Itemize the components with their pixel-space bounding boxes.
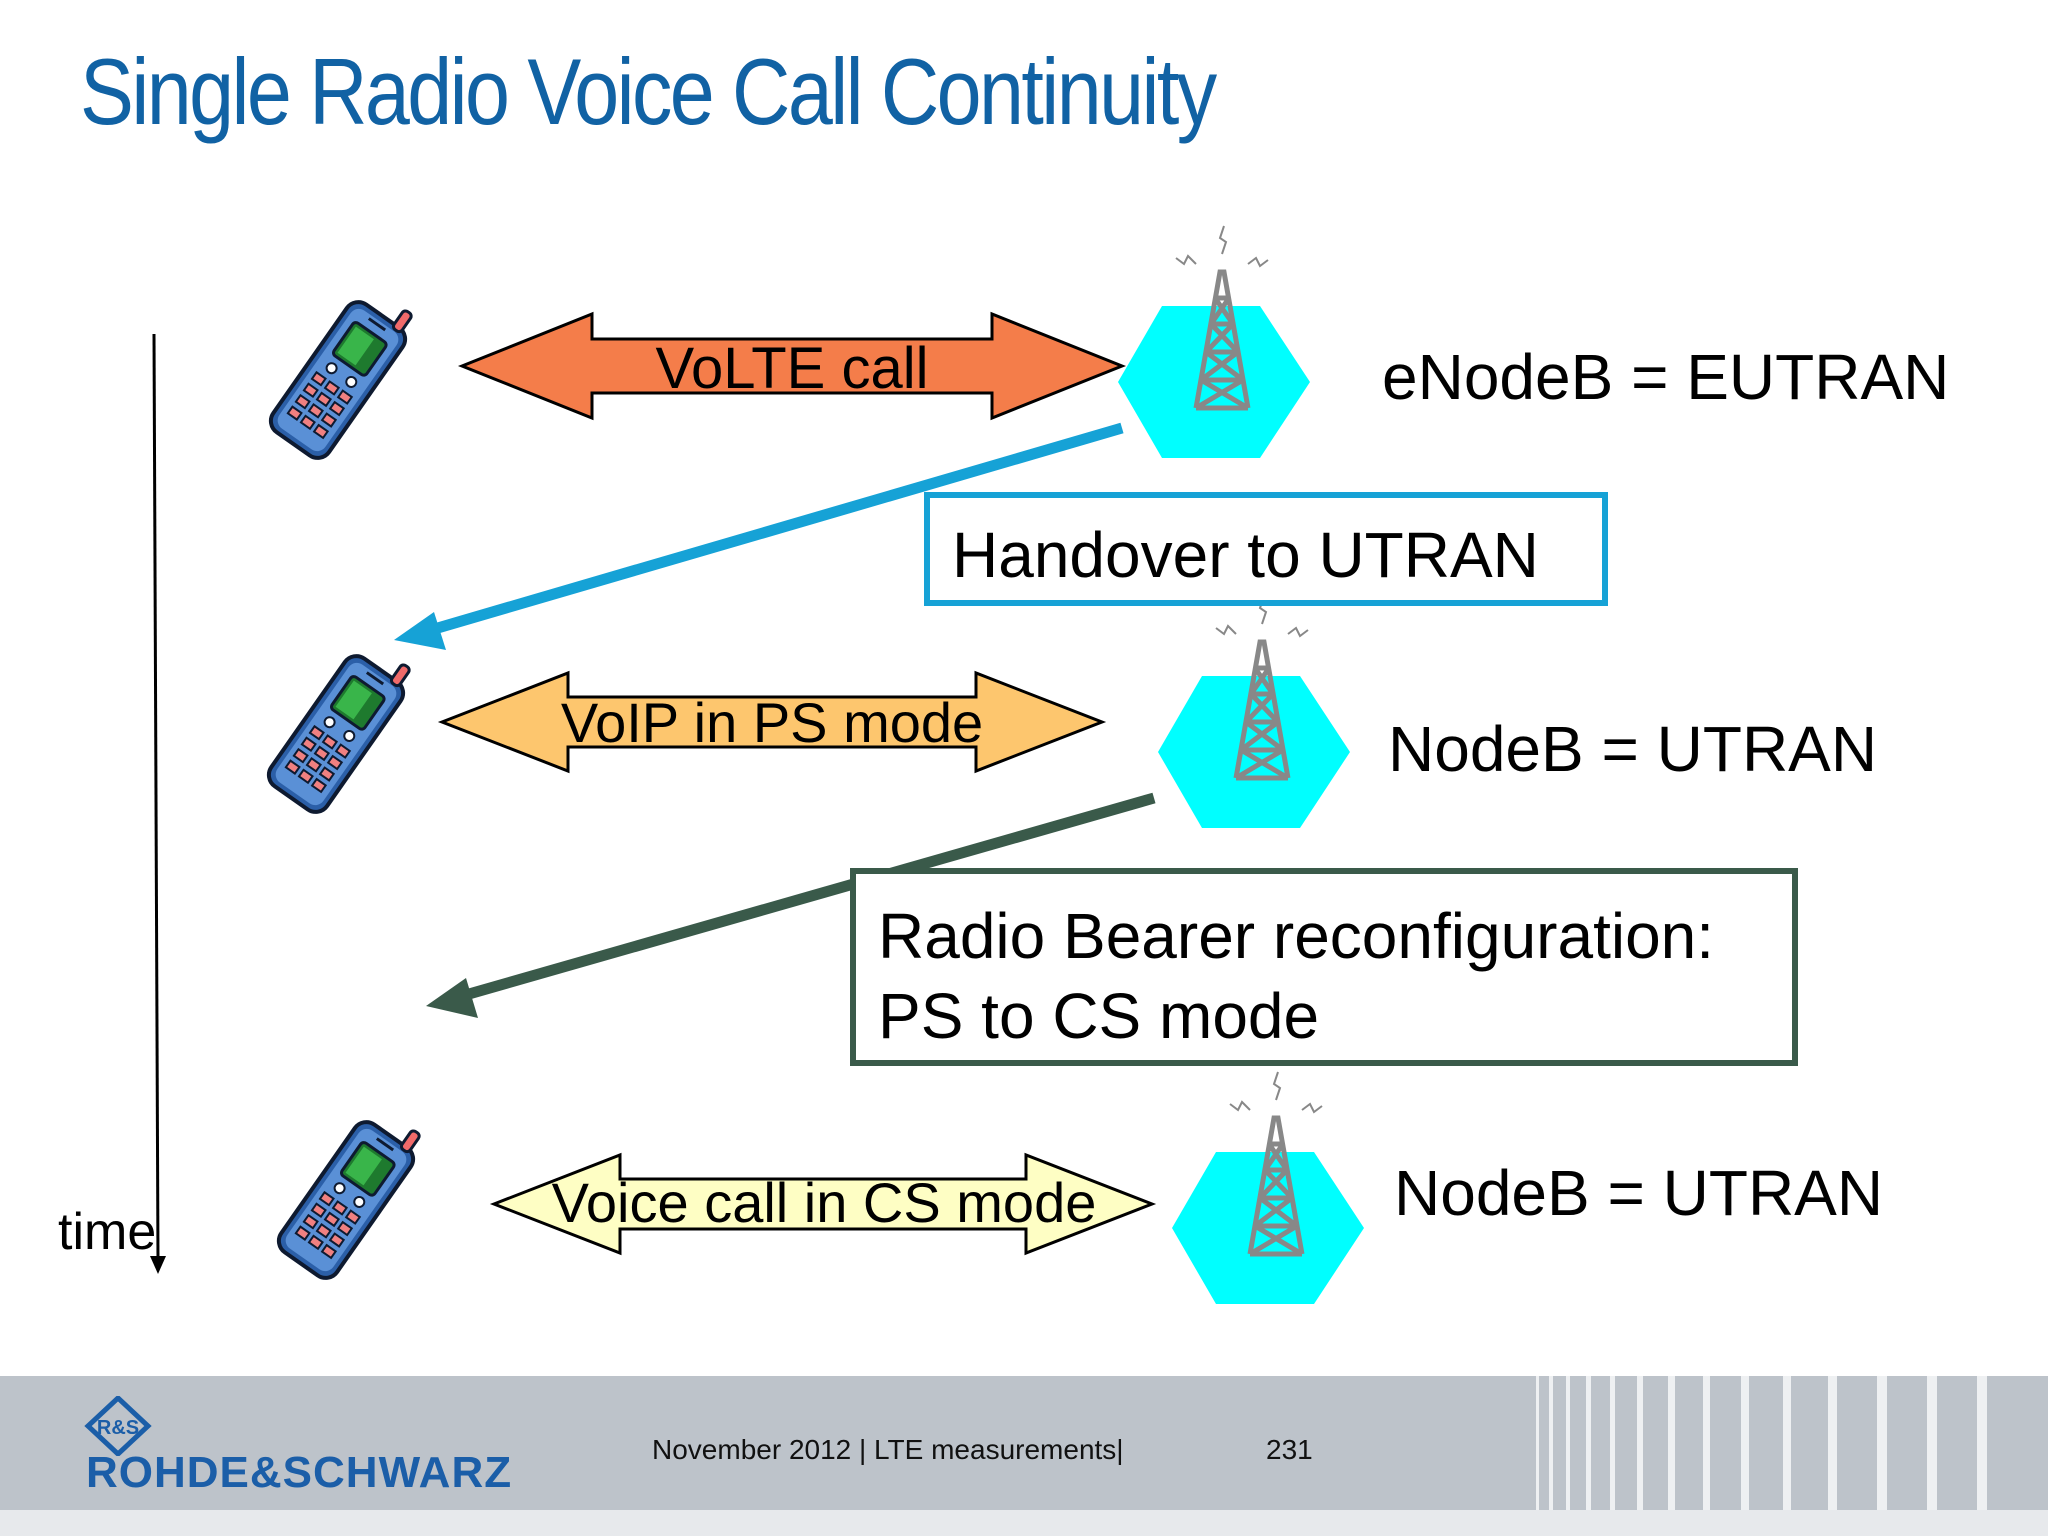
link-arrow-cs bbox=[489, 1152, 1157, 1256]
footer-stripe bbox=[1877, 1376, 1887, 1510]
link-arrow-voip bbox=[437, 670, 1107, 774]
mobile-phone-icon bbox=[263, 279, 423, 466]
radio-tower-icon bbox=[1158, 596, 1350, 828]
radio-tower-icon bbox=[1172, 1072, 1364, 1304]
footer-stripe bbox=[1637, 1376, 1643, 1510]
footer-stripe bbox=[1740, 1376, 1749, 1510]
time-axis bbox=[152, 333, 160, 1263]
footer-stripe bbox=[1609, 1376, 1615, 1510]
time-axis-label: time bbox=[58, 1203, 157, 1261]
reconfiguration-callout: Radio Bearer reconfiguration: PS to CS m… bbox=[850, 868, 1798, 1066]
link-label-voip: VoIP in PS mode bbox=[561, 691, 983, 754]
handover-text: Handover to UTRAN bbox=[952, 519, 1539, 591]
reconfiguration-text-line-2: PS to CS mode bbox=[878, 980, 1320, 1052]
mobile-phone-icon bbox=[271, 1099, 431, 1286]
reconfiguration-arrowhead bbox=[426, 978, 478, 1018]
brand-name: ROHDE&SCHWARZ bbox=[86, 1448, 513, 1497]
footer-stripe bbox=[1549, 1376, 1553, 1510]
handover-callout: Handover to UTRAN bbox=[924, 492, 1608, 606]
reconfiguration-text-line-1: Radio Bearer reconfiguration: bbox=[878, 900, 1715, 972]
node-label-enodeb: eNodeB = EUTRAN bbox=[1382, 341, 1950, 413]
slide-title: Single Radio Voice Call Continuity bbox=[80, 39, 1217, 144]
reconfiguration-arrow bbox=[460, 792, 1156, 1002]
mobile-phone-icon bbox=[261, 633, 421, 820]
footer-stripe bbox=[1828, 1376, 1837, 1510]
radio-tower-icon bbox=[1118, 226, 1310, 458]
footer-stripe bbox=[1536, 1376, 1539, 1510]
page-number: 231 bbox=[1266, 1434, 1313, 1465]
link-label-cs: Voice call in CS mode bbox=[552, 1171, 1097, 1234]
footer-meta: November 2012 | LTE measurements| bbox=[652, 1434, 1124, 1465]
node-label-nodeb-ps: NodeB = UTRAN bbox=[1388, 713, 1878, 785]
link-arrow-volte bbox=[457, 311, 1127, 421]
rohde-schwarz-logo: R&S bbox=[84, 1396, 152, 1456]
footer-stripe bbox=[1565, 1376, 1570, 1510]
node-label-nodeb-cs: NodeB = UTRAN bbox=[1394, 1157, 1884, 1229]
footer-stripe bbox=[1702, 1376, 1710, 1510]
footer-stripe bbox=[1926, 1376, 1937, 1510]
footer-stripe bbox=[1668, 1376, 1675, 1510]
footer-stripe bbox=[1976, 1376, 1987, 1510]
time-axis-arrowhead bbox=[150, 1256, 166, 1274]
handover-arrowhead bbox=[394, 612, 446, 650]
footer-bottom-strip bbox=[0, 1510, 2048, 1536]
logo-mark-text: R&S bbox=[97, 1417, 139, 1439]
link-label-volte: VoLTE call bbox=[656, 336, 929, 401]
handover-arrow bbox=[422, 422, 1124, 638]
footer-stripe bbox=[1782, 1376, 1791, 1510]
footer-stripe bbox=[1585, 1376, 1591, 1510]
